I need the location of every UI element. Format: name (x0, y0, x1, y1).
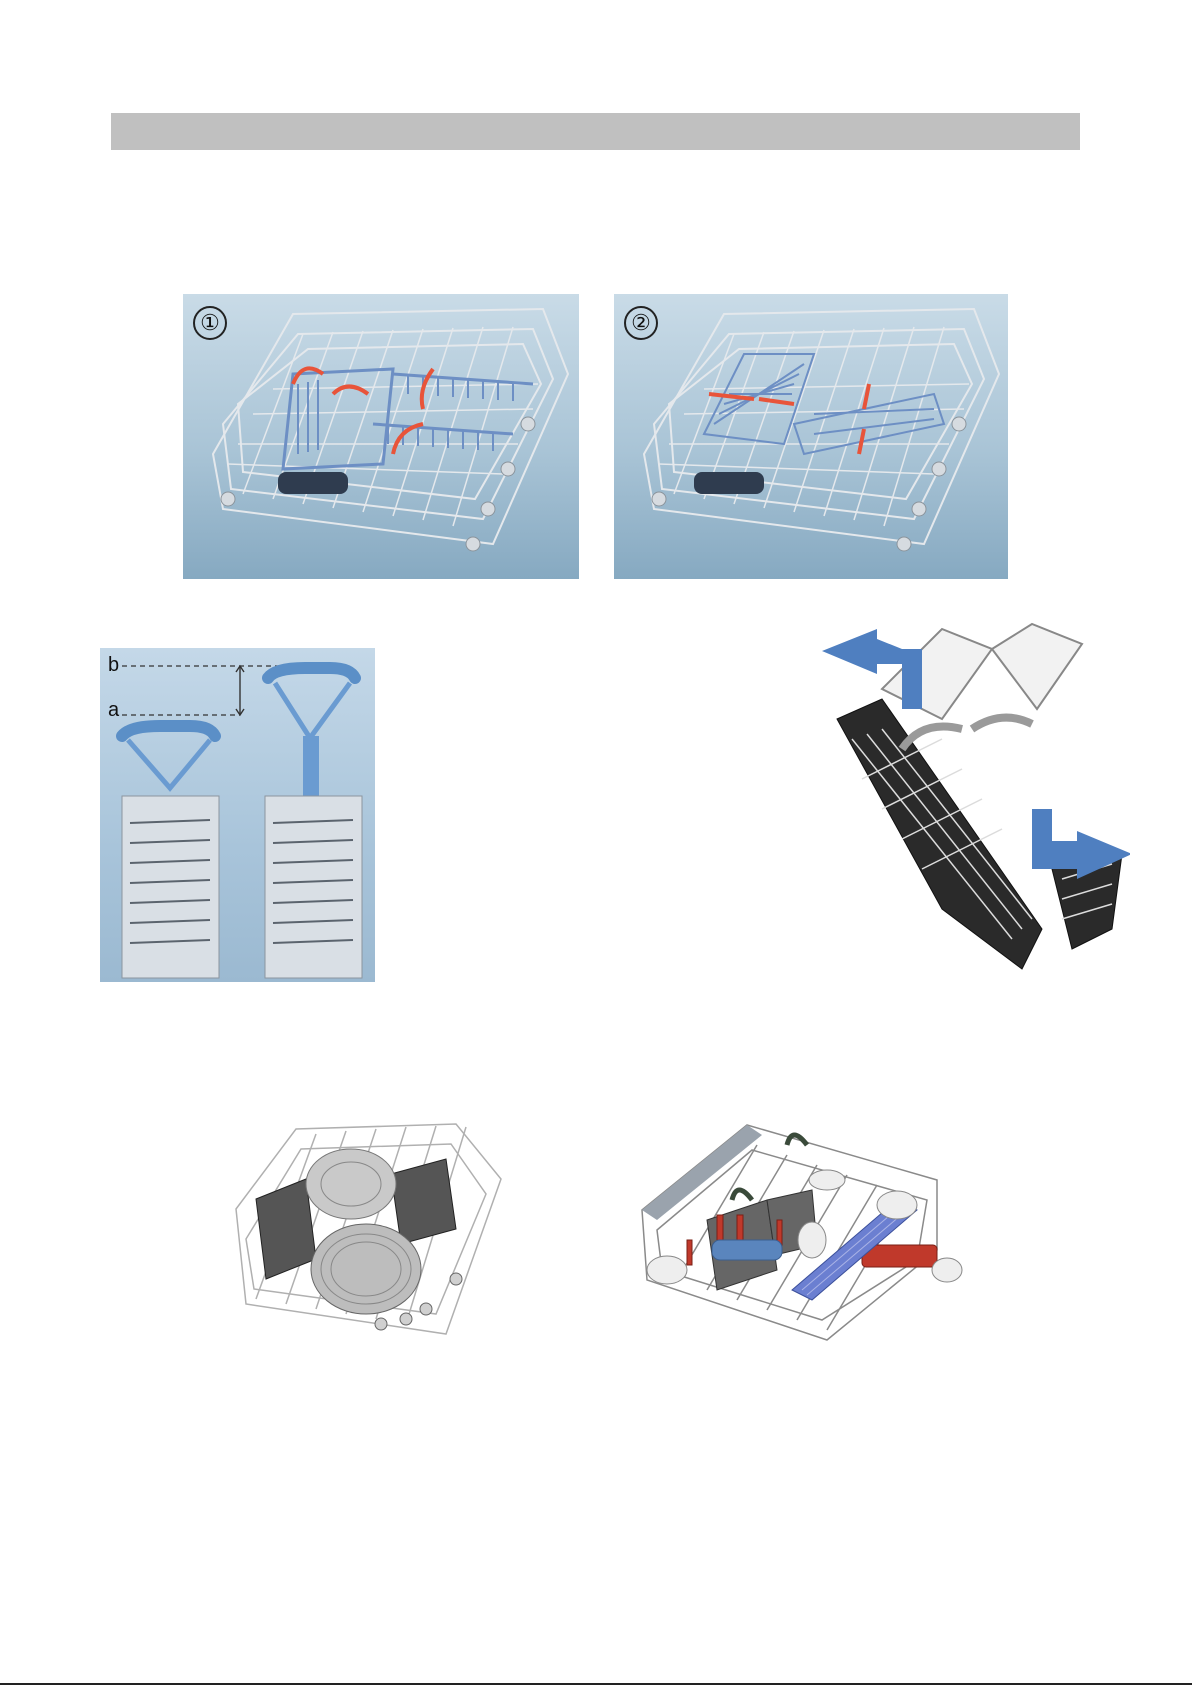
figure-upper-rack-loaded (637, 1120, 966, 1346)
basket-low-handle (122, 726, 219, 978)
pot-item (306, 1149, 396, 1219)
loaded-rack-illustration (637, 1120, 966, 1346)
figure-cutlery-basket-split (822, 609, 1130, 982)
figure-lower-rack-loaded (226, 1119, 510, 1346)
figure-rack-step-1: ① (183, 294, 579, 579)
rack-handle (278, 472, 348, 494)
loaded-rack-illustration (226, 1119, 510, 1346)
plate-item (311, 1224, 421, 1314)
section-header-bar (111, 113, 1080, 150)
basket-high-handle (265, 668, 362, 978)
basket-handle-illustration (100, 648, 375, 982)
rack-illustration (614, 294, 1008, 579)
rack-handle (694, 472, 764, 494)
rack-illustration (183, 294, 579, 579)
cutlery-basket-illustration (822, 609, 1130, 982)
figure-basket-handle-height: b a (100, 648, 375, 982)
top-tine-row (642, 1125, 762, 1220)
basket-handles (902, 718, 1032, 749)
folded-tines (704, 354, 944, 454)
red-flap (862, 1245, 937, 1267)
blue-handle (712, 1240, 782, 1260)
dimension-arrow-icon (236, 666, 244, 715)
figure-rack-step-2: ② (614, 294, 1008, 579)
